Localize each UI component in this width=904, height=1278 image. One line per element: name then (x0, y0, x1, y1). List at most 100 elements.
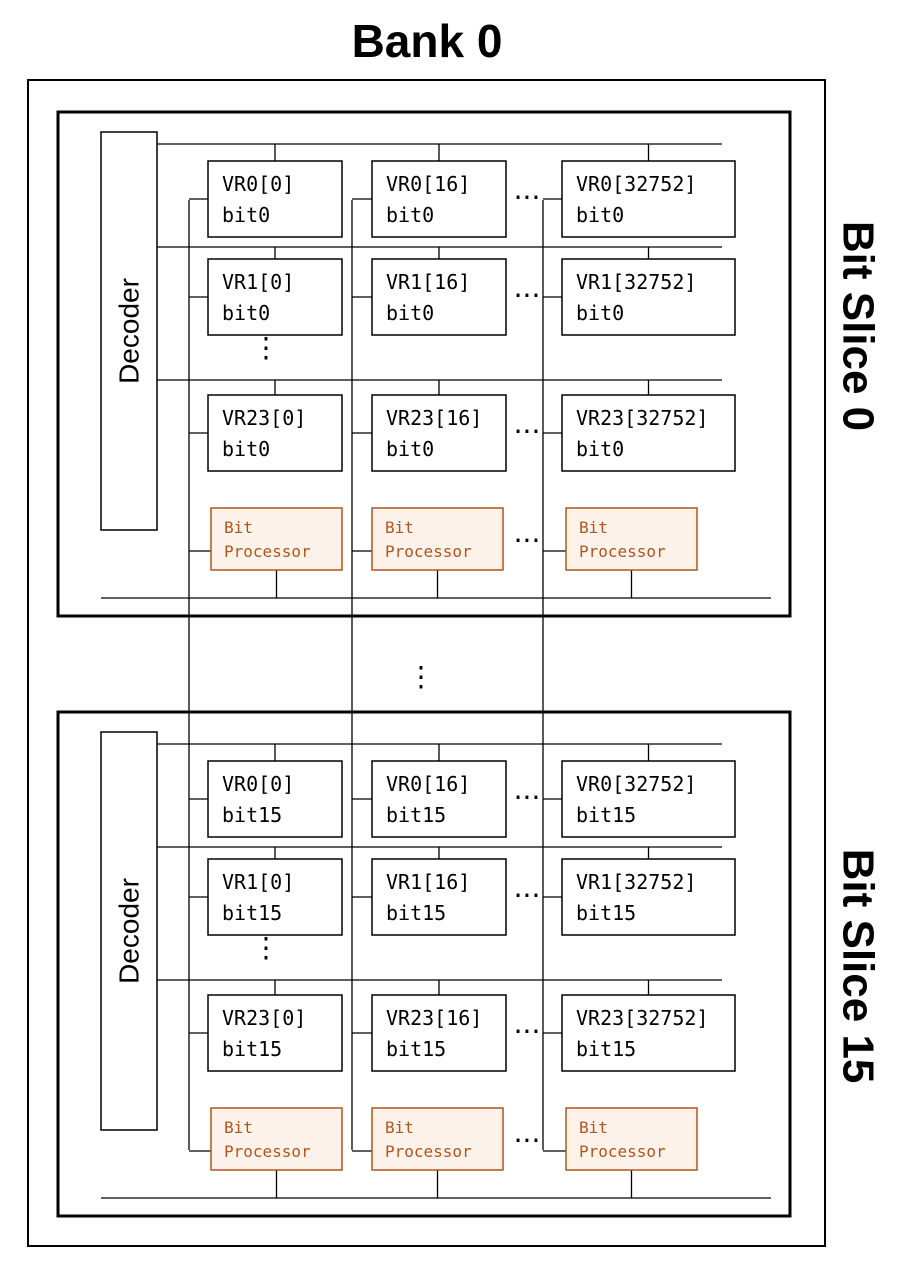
vr-cell: VR0[16] bit15 (371, 760, 507, 838)
vr-cell-name: VR23[16] (386, 1006, 482, 1030)
vr-cell: VR1[32752]bit0 (561, 258, 736, 336)
bit-processor-box (371, 507, 504, 571)
bit-processor-label-1: Bit (579, 518, 608, 537)
vr-cell-bit: bit0 (222, 437, 270, 461)
vr-cell: VR0[32752] bit0 (561, 160, 736, 238)
vr-cell-name: VR0[32752] (576, 772, 696, 796)
vr-cell: VR1[32752] bit15 (561, 858, 736, 936)
vr-cell-bit: bit15 (576, 803, 636, 827)
column-ellipsis: ··· (514, 415, 541, 448)
vr-cell-name: VR1[16] (386, 870, 470, 894)
bit-slice-1: DecoderVR0[0]bit15VR0[16]bit15VR0[32752]… (56, 710, 883, 1218)
bank-title: Bank 0 (352, 15, 503, 67)
vr-cell-name: VR0[16] (386, 772, 470, 796)
vr-cell-box (561, 394, 736, 472)
bit-processor-label-2: Processor (579, 542, 666, 561)
vr-cell-name: VR1[32752] (576, 270, 696, 294)
vr-cell: VR23[0] bit0 (207, 394, 343, 472)
slice-frame (56, 110, 792, 618)
decoder-block (100, 731, 158, 1131)
vr-cell-box (561, 858, 736, 936)
vr-cell: VR23[32752]bit15 (561, 994, 736, 1072)
vr-cell-bit: bit15 (576, 1037, 636, 1061)
vr-cell-bit: bit15 (222, 1037, 282, 1061)
bit-processor-label-1: Bit (224, 518, 253, 537)
bit-processor-label-1: Bit (385, 1118, 414, 1137)
column-ellipsis: ··· (514, 181, 541, 214)
processor-ellipsis: ··· (514, 524, 541, 557)
vr-cell-box (371, 858, 507, 936)
vr-cell-bit: bit0 (386, 437, 434, 461)
vr-cell-name: VR0[0] (222, 772, 294, 796)
row-ellipsis: ⋮ (252, 331, 280, 364)
vr-cell-name: VR23[0] (222, 1006, 306, 1030)
vr-cell-box (561, 994, 736, 1072)
slices: DecoderVR0[0]bit0VR0[16]bit0VR0[32752]bi… (56, 110, 883, 1218)
vr-cell-bit: bit15 (386, 803, 446, 827)
vr-cell-bit: bit0 (222, 301, 270, 325)
bit-processor-box (210, 507, 343, 571)
vr-cell: VR0[32752] bit15 (561, 760, 736, 838)
vr-cell-box (207, 258, 343, 336)
vr-cell-bit: bit15 (222, 803, 282, 827)
vr-cell: VR23[0] bit15 (207, 994, 343, 1072)
bit-slice-0: DecoderVR0[0]bit0VR0[16]bit0VR0[32752]bi… (56, 110, 883, 618)
decoder-label: Decoder (114, 878, 145, 984)
vr-cell-box (371, 760, 507, 838)
bank-frame (27, 79, 826, 1247)
vr-cell-name: VR1[16] (386, 270, 470, 294)
vr-cell-box (371, 994, 507, 1072)
bit-processor-label-1: Bit (579, 1118, 608, 1137)
bit-processor-box (210, 1107, 343, 1171)
vr-cell-name: VR23[32752] (576, 406, 708, 430)
vr-cell-name: VR0[16] (386, 172, 470, 196)
vr-cell-bit: bit15 (386, 1037, 446, 1061)
vr-cell-bit: bit15 (576, 901, 636, 925)
row-ellipsis: ⋮ (252, 931, 280, 964)
bit-processor-box (371, 1107, 504, 1171)
vr-cell-box (207, 994, 343, 1072)
vr-cell-name: VR0[32752] (576, 172, 696, 196)
vr-cell: VR23[16] bit0 (371, 394, 507, 472)
column-ellipsis: ··· (514, 1015, 541, 1048)
vr-cell: VR0[0] bit15 (207, 760, 343, 838)
vr-cell-name: VR23[16] (386, 406, 482, 430)
vr-cell-box (207, 394, 343, 472)
bit-processor-label-2: Processor (385, 542, 472, 561)
slice-ellipsis: ⋮ (407, 660, 435, 693)
bit-slice-label: Bit Slice 0 (834, 221, 883, 431)
vr-cell-box (371, 160, 507, 238)
slice-frame (56, 710, 792, 1218)
vr-cell-box (561, 160, 736, 238)
vr-cell-name: VR23[0] (222, 406, 306, 430)
column-ellipsis: ··· (514, 279, 541, 312)
vr-cell-bit: bit0 (576, 437, 624, 461)
bit-processor-label-1: Bit (224, 1118, 253, 1137)
vr-cell-bit: bit15 (222, 901, 282, 925)
bit-processor-box (565, 507, 698, 571)
bit-processor-label-2: Processor (385, 1142, 472, 1161)
vr-cell: VR1[0] bit15 (207, 858, 343, 936)
vr-cell-name: VR1[0] (222, 870, 294, 894)
vr-cell-bit: bit15 (386, 901, 446, 925)
vr-cell: VR0[16]bit0 (371, 160, 507, 238)
vr-cell-name: VR1[32752] (576, 870, 696, 894)
vr-cell-box (371, 394, 507, 472)
vr-cell: VR23[16] bit15 (371, 994, 507, 1072)
bit-slice-label: Bit Slice 15 (834, 849, 883, 1084)
column-ellipsis: ··· (514, 781, 541, 814)
vr-cell: VR23[32752] bit0 (561, 394, 736, 472)
bit-processor-label-2: Processor (224, 542, 311, 561)
vr-cell: VR1[0]bit0 (207, 258, 343, 336)
vr-cell-box (207, 160, 343, 238)
bit-processor-label-1: Bit (385, 518, 414, 537)
column-ellipsis: ··· (514, 879, 541, 912)
vr-cell-bit: bit0 (576, 203, 624, 227)
